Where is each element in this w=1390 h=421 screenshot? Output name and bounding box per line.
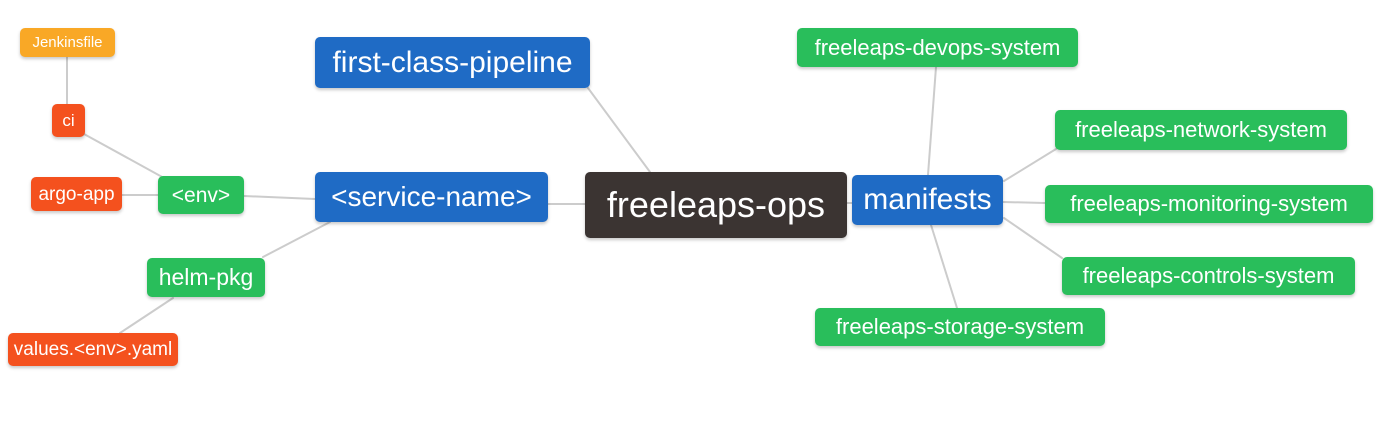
edge-manifests-monitoring (1002, 201, 1046, 204)
node-freeleaps-controls-system[interactable]: freeleaps-controls-system (1062, 257, 1355, 295)
node-freeleaps-monitoring-system[interactable]: freeleaps-monitoring-system (1045, 185, 1373, 223)
node-freeleaps-network-system[interactable]: freeleaps-network-system (1055, 110, 1347, 150)
node-helm-pkg[interactable]: helm-pkg (147, 258, 265, 297)
edge-env-service-name (243, 195, 316, 200)
node-first-class-pipeline[interactable]: first-class-pipeline (315, 37, 590, 88)
edge-pipeline-root (587, 87, 651, 173)
node-freeleaps-storage-system[interactable]: freeleaps-storage-system (815, 308, 1105, 346)
node-env[interactable]: <env> (158, 176, 244, 214)
edge-values-helm-pkg (119, 297, 174, 334)
edge-helm-pkg-service-name (262, 221, 331, 258)
node-ci[interactable]: ci (52, 104, 85, 137)
edge-ci-env (83, 133, 165, 179)
node-jenkinsfile[interactable]: Jenkinsfile (20, 28, 115, 57)
edge-manifests-network (1003, 148, 1057, 182)
node-manifests[interactable]: manifests (852, 175, 1003, 225)
node-freeleaps-ops-root[interactable]: freeleaps-ops (585, 172, 847, 238)
node-freeleaps-devops-system[interactable]: freeleaps-devops-system (797, 28, 1078, 67)
edge-manifests-controls (1003, 217, 1063, 259)
node-service-name[interactable]: <service-name> (315, 172, 548, 222)
edge-manifests-storage (930, 224, 958, 309)
node-values-env-yaml[interactable]: values.<env>.yaml (8, 333, 178, 366)
node-argo-app[interactable]: argo-app (31, 177, 122, 211)
edge-manifests-devops (927, 66, 937, 176)
